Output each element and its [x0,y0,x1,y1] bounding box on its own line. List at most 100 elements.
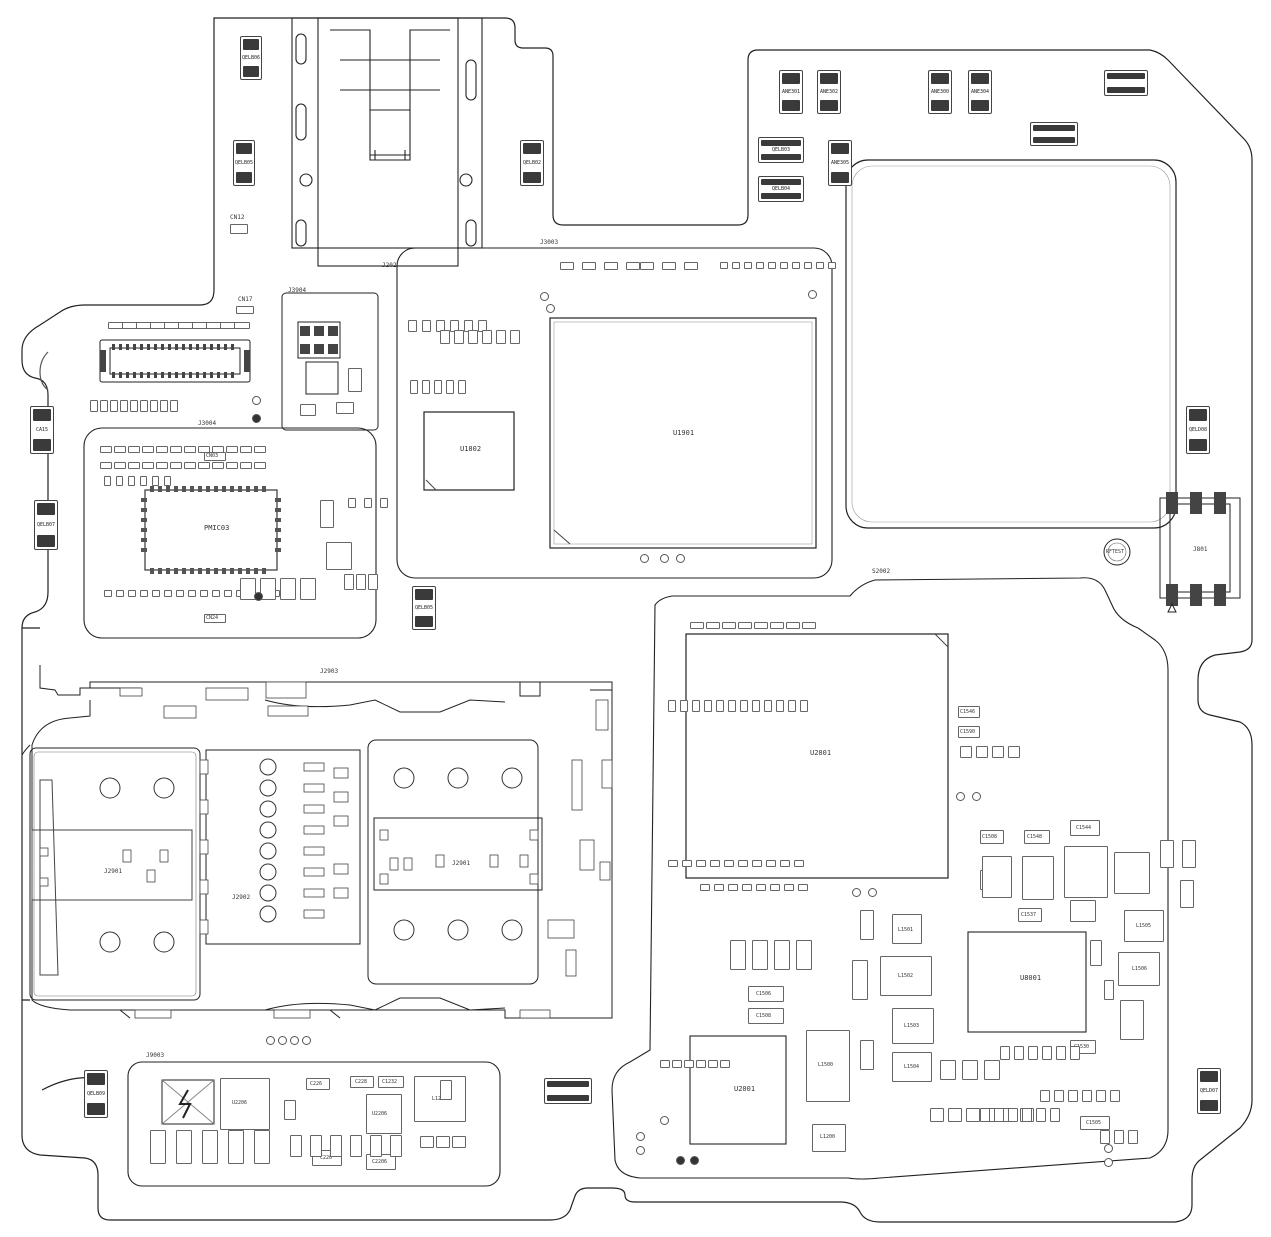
smd-part [348,368,362,392]
smd-part [740,700,748,712]
smd-part [454,330,464,344]
smd-part [458,380,466,394]
smd-part [260,578,276,600]
connector-label-j9003: J9003 [146,1052,165,1059]
smd-part [560,262,574,270]
smd-part [1054,1090,1064,1102]
smd-part [744,262,752,269]
smd-part [754,622,768,629]
smd-part [800,700,808,712]
passive-c1505 [1080,1116,1110,1130]
smd-part [150,400,158,412]
smd-part [156,462,168,469]
passive-c1548 [1024,830,1050,844]
connector-label-j3003: J3003 [540,239,559,246]
passive-label: U2206 [232,1100,248,1106]
smd-part [240,446,252,453]
smd-part [722,622,736,629]
test-pad [266,1036,275,1045]
smd-part [604,262,618,270]
chip-label-pmic: PMIC03 [204,524,230,532]
smd-part [290,1135,302,1157]
inductor-l1503 [892,1008,934,1044]
smd-part [224,590,232,597]
passive-label: CN12 [230,214,245,221]
smd-part [380,498,388,508]
smd-part [1000,1046,1010,1060]
passive-c1232 [378,1076,404,1088]
test-pad [956,792,965,801]
passive-label: C1508 [982,834,998,840]
smd-part [100,400,108,412]
module-qeld08: QELD08 [1186,406,1210,454]
smd-part [212,446,224,453]
connector-label-j202: J202 [382,262,397,269]
smd-part [104,590,112,597]
smd-part [962,1060,978,1080]
smd-part [90,400,98,412]
passive-c1546 [958,706,980,718]
passive-c228 [350,1076,374,1088]
smd-part [228,1130,244,1164]
smd-part [482,330,492,344]
smd-part [700,884,710,891]
module-qelb06: QELB06 [240,36,262,80]
smd-part [420,1136,434,1148]
test-pad [1104,1158,1113,1167]
smd-part [756,884,766,891]
passive-label: L1503 [904,1023,920,1029]
smd-part [1070,1046,1080,1060]
smd-part [336,402,354,414]
smd-part [626,262,640,270]
passive-cn17 [236,306,254,314]
smd-part [410,380,418,394]
smd-part [1160,840,1174,868]
smd-part [1008,1108,1018,1122]
passive-label: L1504 [904,1064,920,1070]
module-ane305: ANE305 [828,140,852,186]
smd-part [184,462,196,469]
smd-part [828,262,836,269]
chip-label-u2801: U2801 [810,749,832,757]
smd-part [692,700,700,712]
smd-part [326,542,352,570]
smd-part [128,462,140,469]
smd-part [1114,852,1150,894]
smd-part [390,1135,402,1157]
smd-part [696,860,706,867]
smd-part [786,622,800,629]
smd-part [140,476,147,486]
inductor-l1504 [892,1052,932,1082]
smd-part [1036,1108,1046,1122]
smd-part [350,1135,362,1157]
smd-part [788,700,796,712]
module-qelb09: QELB09 [84,1070,108,1118]
passive-label: L1505 [1136,923,1152,929]
smd-part [128,590,136,597]
smd-part [496,330,506,344]
smd-part [640,262,654,270]
smd-part [200,590,208,597]
smd-part [446,380,454,394]
smd-part [966,1108,980,1122]
passive-c1590 [958,726,980,738]
smd-part [240,462,252,469]
smd-part [668,860,678,867]
passive-label: C1544 [1076,825,1092,831]
smd-part [364,498,372,508]
smd-part [1128,1130,1138,1144]
smd-part [930,1108,944,1122]
smd-part [170,400,178,412]
smd-part [770,622,784,629]
inductor-l1501 [892,914,922,944]
smd-part [804,262,812,269]
smd-part [100,462,112,469]
smd-part [738,622,752,629]
smd-part [368,574,378,590]
module-qelb05-mid: QELB05 [412,586,436,630]
test-pad [676,1156,685,1165]
board-outline [21,17,1253,1223]
test-pad [302,1036,311,1045]
smd-part [704,700,712,712]
test-pad [254,592,263,601]
